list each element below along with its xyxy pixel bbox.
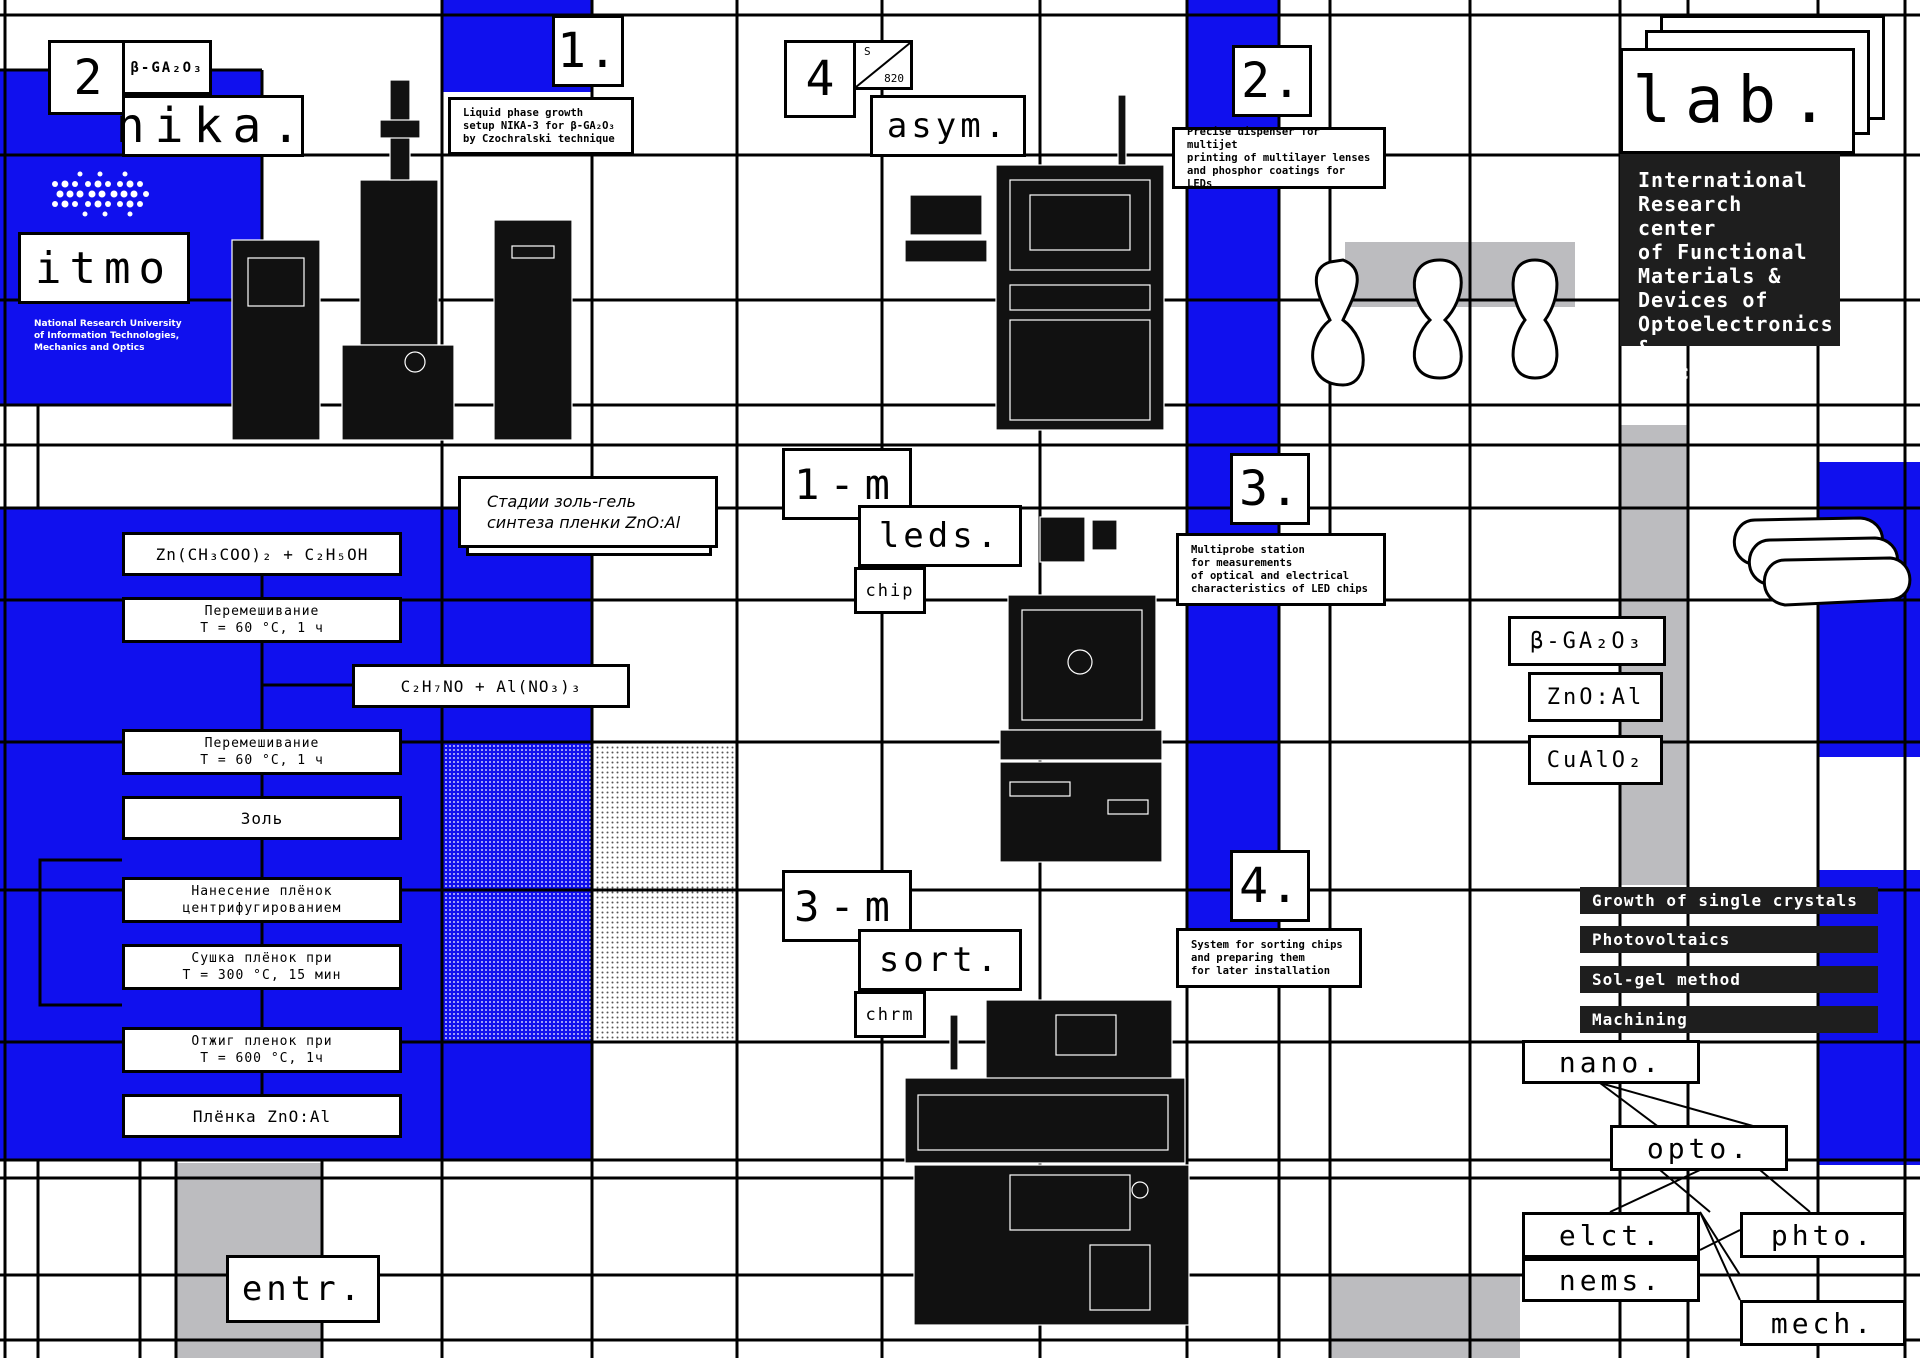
process-step-3: C₂H₇NO + Al(NO₃)₃ bbox=[352, 664, 630, 708]
tree-node-nano: nano. bbox=[1522, 1040, 1700, 1084]
material-ga2o3: β-GA₂O₃ bbox=[1508, 616, 1666, 666]
machine-probe-station-illustration bbox=[999, 516, 1163, 863]
process-step-1: Zn(CH₃COO)₂ + C₂H₅OH bbox=[122, 532, 402, 576]
s820-badge: S 820 bbox=[853, 40, 913, 90]
material-ga2o3-small: β-GA₂O₃ bbox=[122, 40, 212, 95]
asym-title: asym. bbox=[870, 95, 1026, 157]
process-connectors bbox=[38, 570, 352, 1110]
number-3-label: 3. bbox=[1230, 453, 1310, 525]
itmo-logo-wordmark: itmo bbox=[18, 232, 190, 304]
itmo-university-caption: National Research University of Informat… bbox=[34, 319, 182, 353]
gray-bar-bottom-right bbox=[1330, 1275, 1520, 1358]
tag-machining: Machining bbox=[1580, 1006, 1878, 1033]
tree-node-opto: opto. bbox=[1610, 1125, 1788, 1171]
process-title: Стадии золь-гель синтеза пленки ZnO:Al bbox=[458, 476, 718, 548]
itmo-dots-logo bbox=[52, 171, 149, 217]
process-step-5: Золь bbox=[122, 796, 402, 840]
tree-node-phto: phto. bbox=[1740, 1212, 1906, 1258]
lab-title: lab. bbox=[1620, 48, 1855, 154]
chip-label: chip bbox=[854, 567, 926, 614]
number-2-label: 2 bbox=[48, 40, 128, 115]
leds-title: leds. bbox=[858, 505, 1022, 567]
bone-shapes bbox=[1732, 516, 1912, 607]
number-4-label: 4 bbox=[784, 40, 856, 118]
machine-dispenser-illustration bbox=[904, 94, 1165, 431]
tree-connectors bbox=[1599, 1082, 1811, 1301]
tree-node-mech: mech. bbox=[1740, 1300, 1906, 1346]
machine-nika-illustration bbox=[231, 79, 573, 441]
tag-sol-gel-method: Sol-gel method bbox=[1580, 966, 1878, 993]
tree-node-nems: nems. bbox=[1522, 1258, 1700, 1302]
tag-photovoltaics: Photovoltaics bbox=[1580, 926, 1878, 953]
chain-links bbox=[1311, 258, 1559, 387]
sort-title: sort. bbox=[858, 929, 1022, 991]
machine-sorting-illustration bbox=[904, 999, 1190, 1326]
tag-growth-single-crystals: Growth of single crystals bbox=[1580, 887, 1878, 914]
diagonal-divider-icon bbox=[856, 43, 910, 87]
number-1-label: 1. bbox=[552, 15, 624, 87]
lab-description-panel: International Research center of Functio… bbox=[1620, 154, 1840, 384]
process-step-9: Плёнка ZnO:Al bbox=[122, 1094, 402, 1138]
sort-description: System for sorting chips and preparing t… bbox=[1176, 928, 1362, 988]
material-znoal: ZnO:Al bbox=[1528, 672, 1663, 722]
dot-pattern-gray bbox=[592, 742, 737, 1042]
material-cualo2: CuAlO₂ bbox=[1528, 735, 1663, 785]
leds-description: Multiprobe station for measurements of o… bbox=[1176, 533, 1386, 606]
entrance-label: entr. bbox=[226, 1255, 380, 1323]
nika-description: Liquid phase growth setup NIKA-3 for β-G… bbox=[448, 97, 634, 155]
number-2b-label: 2. bbox=[1232, 45, 1312, 117]
number-4b-label: 4. bbox=[1230, 850, 1310, 922]
chrm-label: chrm bbox=[854, 991, 926, 1038]
blue-area-right bbox=[1818, 462, 1920, 757]
nika-title: nika. bbox=[116, 95, 304, 157]
asym-description: Precise dispenser for multijet printing … bbox=[1172, 126, 1386, 190]
dot-pattern-blue bbox=[442, 742, 592, 1042]
tree-node-elct: elct. bbox=[1522, 1212, 1700, 1258]
